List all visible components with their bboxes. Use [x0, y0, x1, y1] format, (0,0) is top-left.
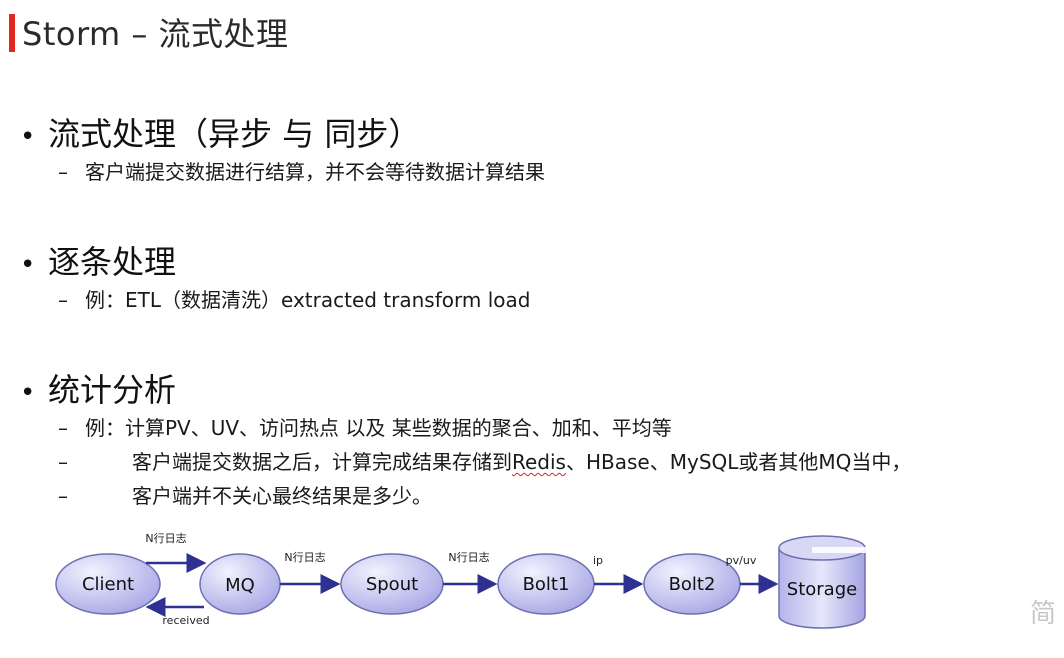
edge-label: received — [162, 614, 209, 627]
bullet-text: 流式处理（异步 与 同步） — [48, 115, 421, 153]
bullet-text: 统计分析 — [48, 371, 177, 409]
bullet-dot: • — [20, 378, 36, 408]
title-accent-bar — [9, 14, 15, 52]
node-bolt2: Bolt2 — [643, 553, 741, 615]
node-bolt1: Bolt1 — [497, 553, 595, 615]
bullet-record-processing: • 逐条处理 — [20, 242, 176, 285]
node-mq: MQ — [199, 553, 281, 615]
svg-text:Spout: Spout — [366, 574, 418, 595]
subitem-text: 例：ETL（数据清洗）extracted transform load — [85, 288, 531, 312]
svg-text:Client: Client — [82, 574, 134, 595]
node-spout: Spout — [340, 553, 444, 615]
edge-label: ip — [593, 554, 603, 567]
bullet-dot: • — [20, 122, 36, 152]
subitem-text: 例：计算PV、UV、访问热点 以及 某些数据的聚合、加和、平均等 — [85, 416, 672, 440]
subitem: –客户端提交数据进行结算，并不会等待数据计算结果 — [58, 160, 545, 184]
subitem: –例：计算PV、UV、访问热点 以及 某些数据的聚合、加和、平均等 — [58, 416, 672, 440]
edge-label: N行日志 — [448, 551, 489, 564]
watermark-icon: 简 — [1029, 599, 1056, 629]
subitem: –客户端并不关心最终结果是多少。 — [58, 484, 432, 508]
subitem: –例：ETL（数据清洗）extracted transform load — [58, 288, 531, 312]
svg-text:Bolt2: Bolt2 — [669, 574, 716, 595]
subitem-text: 客户端并不关心最终结果是多少。 — [132, 484, 432, 508]
bullet-statistics: • 统计分析 — [20, 370, 176, 413]
edge-label: pv/uv — [726, 554, 757, 567]
bullet-stream-processing: • 流式处理（异步 与 同步） — [20, 114, 420, 157]
edge-label: N行日志 — [284, 551, 325, 564]
svg-text:MQ: MQ — [225, 575, 255, 596]
storm-flow-diagram: Client MQ Spout Bolt1 Bolt2 Storage N行日志… — [55, 532, 868, 629]
node-client: Client — [55, 553, 161, 615]
edge-label: N行日志 — [145, 532, 186, 545]
subitem-text: 客户端提交数据进行结算，并不会等待数据计算结果 — [85, 160, 545, 184]
svg-text:Storage: Storage — [787, 579, 857, 600]
subitem-text: 客户端提交数据之后，计算完成结果存储到 — [132, 450, 512, 474]
bullet-text: 逐条处理 — [48, 243, 177, 281]
bullet-dot: • — [20, 250, 36, 280]
subitem-text-rest: 、HBase、MySQL或者其他MQ当中， — [565, 450, 912, 474]
svg-text:Bolt1: Bolt1 — [523, 574, 570, 595]
redis-word: Redis — [512, 450, 566, 474]
page-title: Storm – 流式处理 — [22, 15, 289, 53]
node-storage: Storage — [778, 535, 868, 629]
subitem: –客户端提交数据之后，计算完成结果存储到Redis、HBase、MySQL或者其… — [58, 450, 912, 474]
